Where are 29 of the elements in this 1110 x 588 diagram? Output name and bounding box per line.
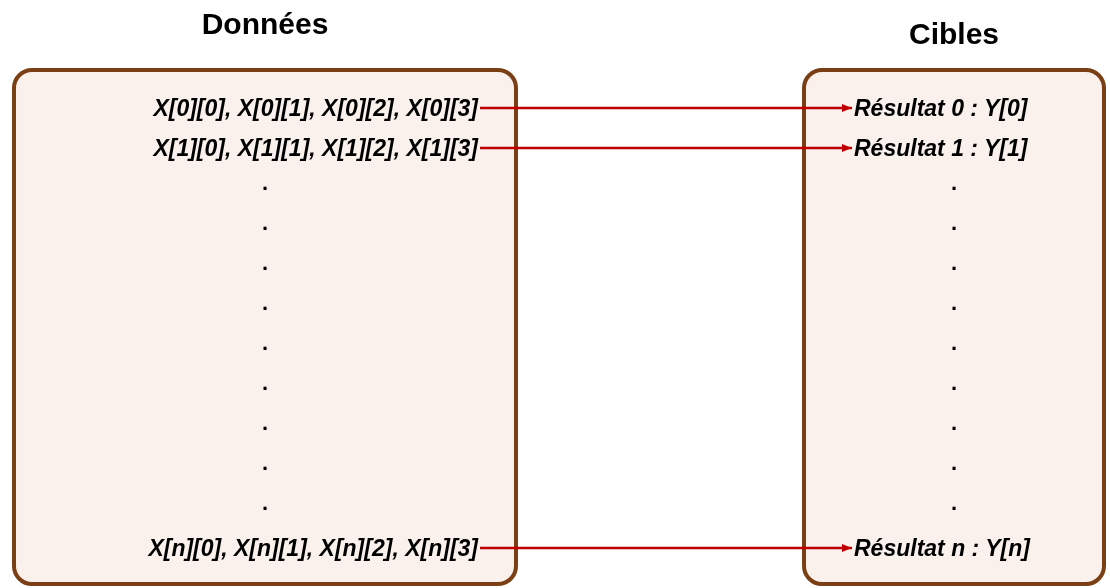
ellipsis-dot: . [261,330,269,356]
ellipsis-dot: . [261,290,269,316]
ellipsis-dot: . [950,330,958,356]
ellipsis-dot: . [261,410,269,436]
row-text: Résultat 0 : Y[0] [854,94,1028,122]
ellipsis-dot: . [950,290,958,316]
arrow [480,144,852,152]
ellipsis-dot: . [261,370,269,396]
ellipsis-dot: . [950,250,958,276]
box-heading: Données [201,6,329,42]
row-text: X[n][0], X[n][1], X[n][2], X[n][3] [148,534,478,562]
ellipsis-dot: . [261,490,269,516]
row-text: X[0][0], X[0][1], X[0][2], X[0][3] [153,94,478,122]
box-heading: Cibles [909,16,999,52]
arrow [480,104,852,112]
arrow [480,544,852,552]
ellipsis-dot: . [261,170,269,196]
ellipsis-dot: . [950,210,958,236]
row-text: X[1][0], X[1][1], X[1][2], X[1][3] [153,134,478,162]
ellipsis-dot: . [261,250,269,276]
ellipsis-dot: . [950,370,958,396]
ellipsis-dot: . [950,450,958,476]
ellipsis-dot: . [261,450,269,476]
row-text: Résultat n : Y[n] [854,534,1030,562]
ellipsis-dot: . [950,410,958,436]
row-text: Résultat 1 : Y[1] [854,134,1028,162]
ellipsis-dot: . [261,210,269,236]
ellipsis-dot: . [950,490,958,516]
ellipsis-dot: . [950,170,958,196]
